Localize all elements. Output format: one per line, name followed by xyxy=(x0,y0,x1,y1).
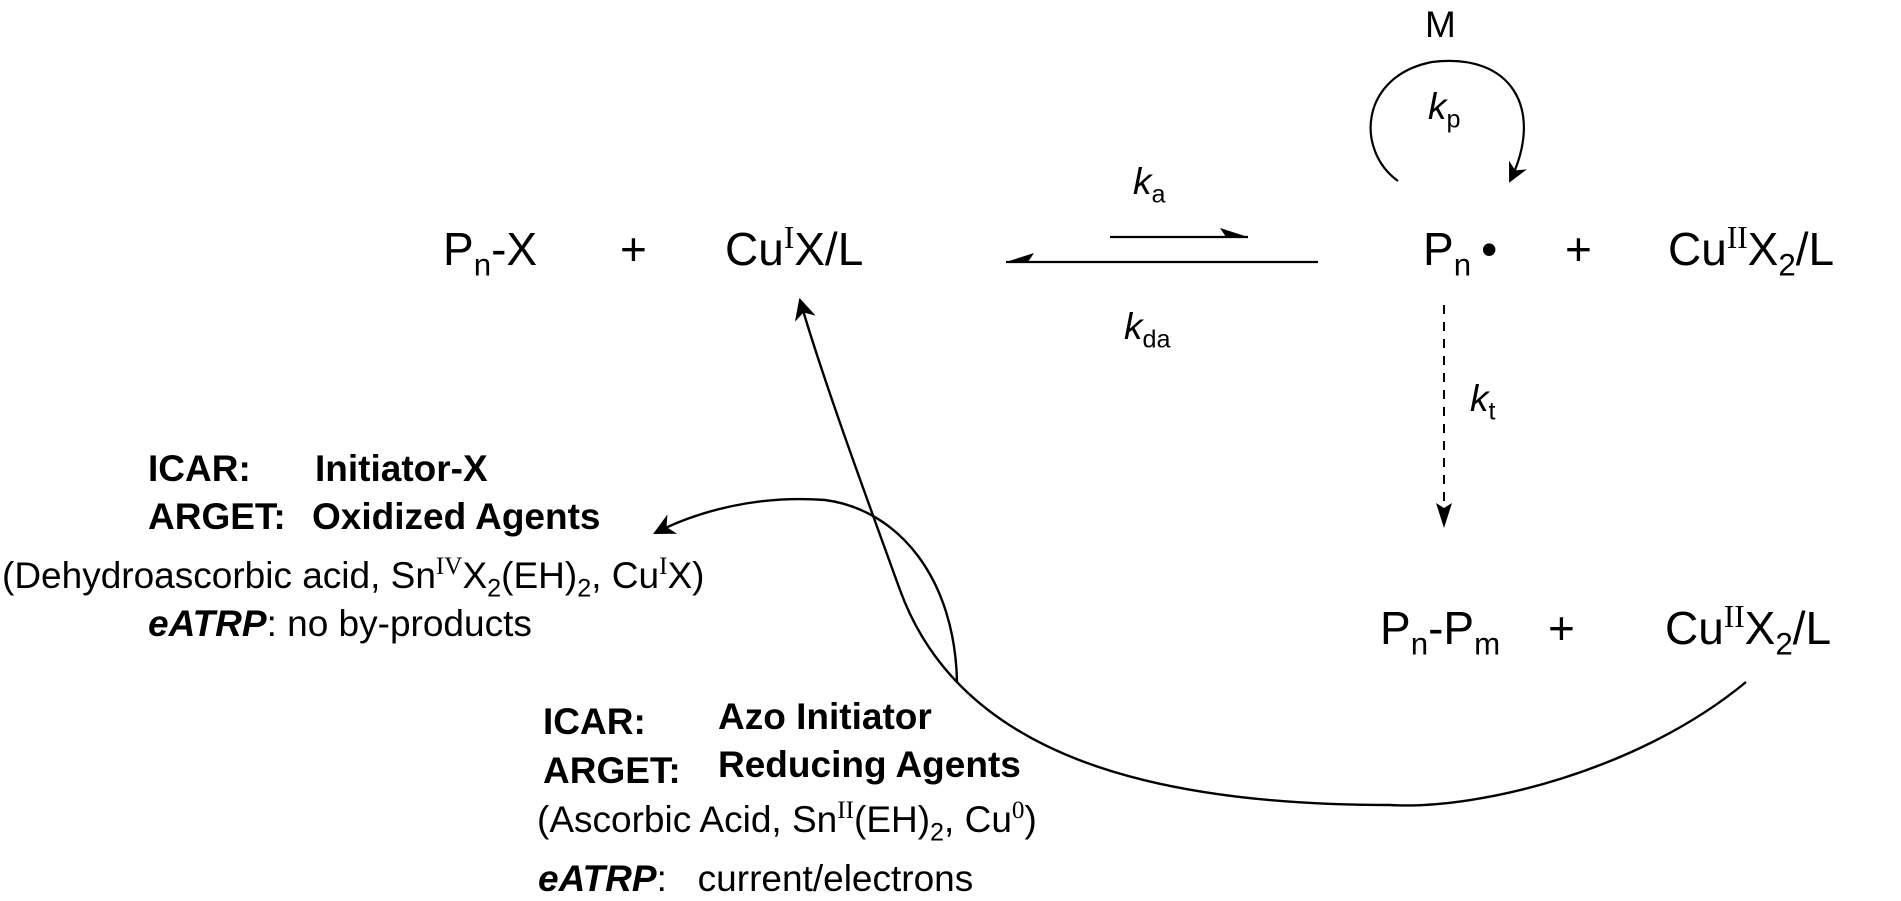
termination-arrow-head xyxy=(1436,503,1452,528)
species-pn-x: Pn-X xyxy=(443,223,538,283)
species-cu-ii-terminated: CuIIX2/L xyxy=(1665,598,1832,662)
activators-icar-label: ICAR: xyxy=(543,701,646,742)
monomer-label: M xyxy=(1425,4,1456,45)
species-cu-i: CuIX/L xyxy=(725,219,864,275)
byproducts-icar-text: Initiator-X xyxy=(315,448,488,489)
propagation-loop-arrow xyxy=(1369,59,1527,183)
regeneration-arc xyxy=(794,297,1747,807)
activators-arget-label: ARGET: xyxy=(543,750,681,791)
byproducts-icar-label: ICAR: xyxy=(148,448,251,489)
rate-kp: kp xyxy=(1428,86,1461,134)
deactivation-arrow-barb xyxy=(1006,253,1034,262)
byproducts-examples: (Dehydroascorbic acid, SnIVX2(EH)2, CuIX… xyxy=(2,553,705,603)
byproducts-arget-text: Oxidized Agents xyxy=(312,496,601,537)
plus-sign-3: + xyxy=(1548,602,1575,654)
species-radical: Pn• xyxy=(1423,223,1498,283)
rate-kt: kt xyxy=(1470,378,1496,426)
plus-sign-1: + xyxy=(620,223,647,275)
activators-eatrp: eATRP: current/electrons xyxy=(538,858,974,899)
rate-ka: ka xyxy=(1133,161,1166,209)
byproduct-arc xyxy=(653,497,959,683)
species-cu-ii: CuIIX2/L xyxy=(1668,219,1835,283)
plus-sign-2: + xyxy=(1565,223,1592,275)
activators-arget-text: Reducing Agents xyxy=(718,744,1021,785)
rate-kda: kda xyxy=(1124,306,1171,354)
activators-examples: (Ascorbic Acid, SnII(EH)2, Cu0) xyxy=(537,797,1037,847)
activators-icar-text: Azo Initiator xyxy=(718,696,932,737)
byproducts-arget-label: ARGET: xyxy=(148,496,286,537)
activation-arrow-barb xyxy=(1220,228,1248,237)
species-pn-pm: Pn-Pm xyxy=(1380,602,1501,662)
byproducts-eatrp: eATRP: no by-products xyxy=(148,603,532,644)
